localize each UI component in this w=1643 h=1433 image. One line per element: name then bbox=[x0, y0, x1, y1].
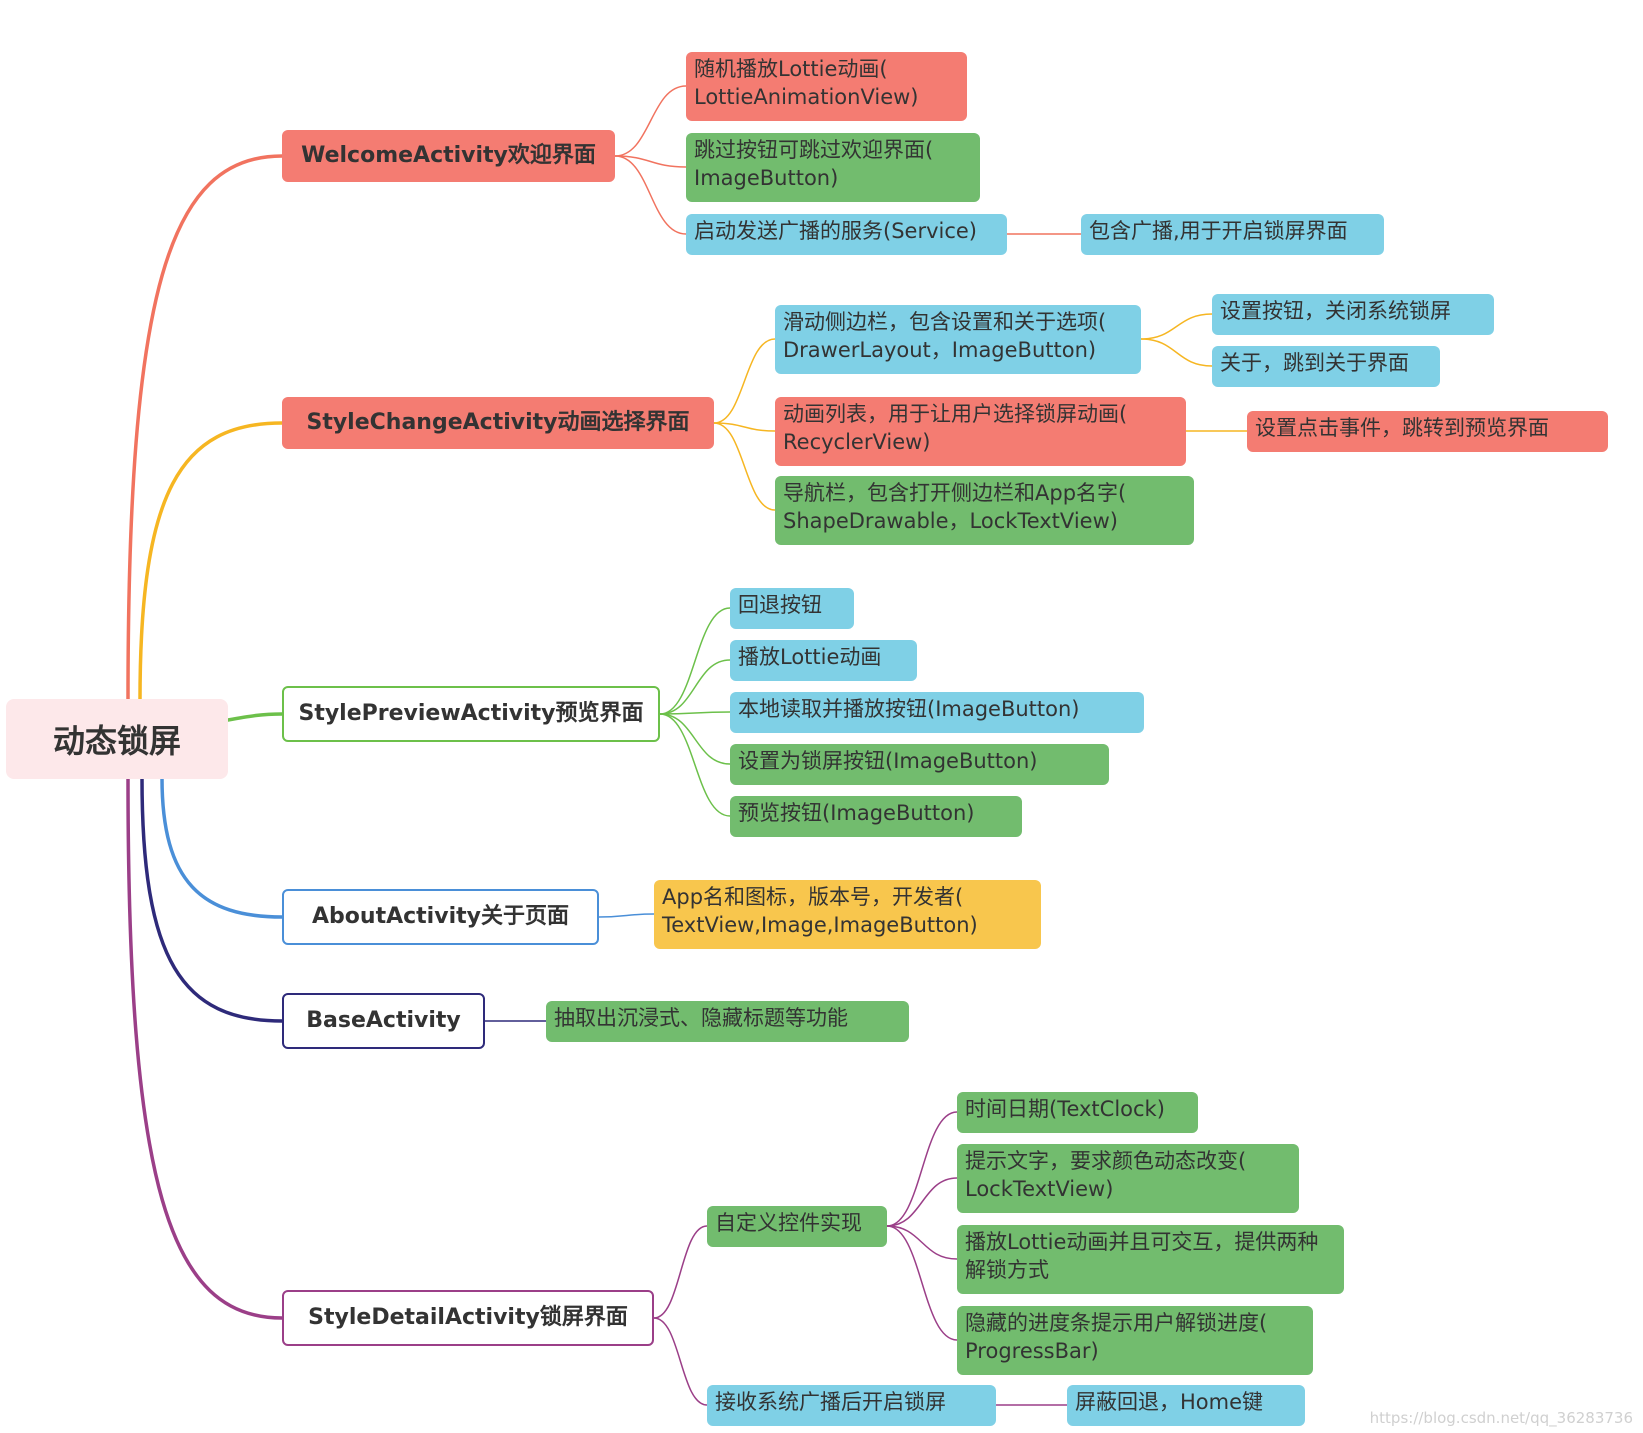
base-activity-node[interactable]: BaseActivity bbox=[282, 993, 485, 1049]
welcome-broadcast-node[interactable]: 包含广播,用于开启锁屏界面 bbox=[1081, 214, 1384, 255]
custom-lottie-unlock-node[interactable]: 播放Lottie动画并且可交互，提供两种解锁方式 bbox=[957, 1225, 1344, 1294]
link-root-preview bbox=[226, 712, 284, 722]
link-preview-play bbox=[659, 659, 731, 715]
stylechange-drawer-node[interactable]: 滑动侧边栏，包含设置和关于选项(DrawerLayout，ImageButton… bbox=[775, 305, 1141, 374]
link-detail-custom bbox=[653, 1225, 708, 1319]
link-preview-preview bbox=[659, 713, 731, 817]
link-custom-lottie bbox=[886, 1225, 958, 1260]
welcome-lottie-node[interactable]: 随机播放Lottie动画(LottieAnimationView) bbox=[686, 52, 967, 121]
broadcast-block-keys-node[interactable]: 屏蔽回退，Home键 bbox=[1067, 1385, 1305, 1426]
link-preview-back bbox=[659, 607, 731, 715]
link-welcome-service bbox=[614, 155, 687, 235]
preview-preview-button-node[interactable]: 预览按钮(ImageButton) bbox=[730, 796, 1022, 837]
link-custom-locktextview bbox=[886, 1177, 958, 1227]
link-root-detail bbox=[126, 776, 284, 1320]
link-welcome-lottie bbox=[614, 85, 687, 157]
link-detail-broadcast bbox=[653, 1317, 708, 1406]
link-preview-set bbox=[659, 713, 731, 765]
link-root-base bbox=[140, 776, 284, 1023]
link-preview-local bbox=[659, 711, 731, 715]
preview-set-lockscreen-node[interactable]: 设置为锁屏按钮(ImageButton) bbox=[730, 744, 1109, 785]
preview-local-play-node[interactable]: 本地读取并播放按钮(ImageButton) bbox=[730, 692, 1144, 733]
preview-back-button-node[interactable]: 回退按钮 bbox=[730, 588, 854, 629]
detail-broadcast-node[interactable]: 接收系统广播后开启锁屏 bbox=[707, 1385, 996, 1426]
link-drawer-about bbox=[1140, 338, 1213, 367]
custom-progressbar-node[interactable]: 隐藏的进度条提示用户解锁进度(ProgressBar) bbox=[957, 1306, 1313, 1375]
preview-play-lottie-node[interactable]: 播放Lottie动画 bbox=[730, 640, 917, 681]
link-about-info bbox=[598, 913, 655, 918]
welcome-skip-node[interactable]: 跳过按钮可跳过欢迎界面(ImageButton) bbox=[686, 133, 980, 202]
root-label: 动态锁屏 bbox=[52, 722, 181, 760]
welcome-service-node[interactable]: 启动发送广播的服务(Service) bbox=[686, 214, 1007, 255]
drawer-settings-node[interactable]: 设置按钮，关闭系统锁屏 bbox=[1212, 294, 1494, 335]
link-root-welcome bbox=[126, 154, 284, 702]
preview-activity-node[interactable]: StylePreviewActivity预览界面 bbox=[282, 686, 660, 742]
stylechange-list-node[interactable]: 动画列表，用于让用户选择锁屏动画(RecyclerView) bbox=[775, 397, 1186, 466]
stylechange-navbar-node[interactable]: 导航栏，包含打开侧边栏和App名字(ShapeDrawable，LockText… bbox=[775, 476, 1194, 545]
about-info-node[interactable]: App名和图标，版本号，开发者(TextView,Image,ImageButt… bbox=[654, 880, 1041, 949]
link-custom-progressbar bbox=[886, 1225, 958, 1341]
list-click-event-node[interactable]: 设置点击事件，跳转到预览界面 bbox=[1247, 411, 1608, 452]
about-activity-node[interactable]: AboutActivity关于页面 bbox=[282, 889, 599, 945]
stylechange-activity-node[interactable]: StyleChangeActivity动画选择界面 bbox=[282, 397, 714, 449]
detail-activity-node[interactable]: StyleDetailActivity锁屏界面 bbox=[282, 1290, 654, 1346]
custom-textclock-node[interactable]: 时间日期(TextClock) bbox=[957, 1092, 1198, 1133]
link-stylechange-list bbox=[713, 422, 776, 432]
link-custom-textclock bbox=[886, 1111, 958, 1227]
link-stylechange-navbar bbox=[713, 422, 776, 511]
link-root-stylechange bbox=[138, 421, 284, 702]
watermark-text: https://blog.csdn.net/qq_36283736 bbox=[1369, 1409, 1633, 1427]
link-root-about bbox=[160, 776, 284, 919]
link-drawer-settings bbox=[1140, 313, 1213, 340]
link-welcome-skip bbox=[614, 155, 687, 168]
custom-locktextview-node[interactable]: 提示文字，要求颜色动态改变(LockTextView) bbox=[957, 1144, 1299, 1213]
detail-custom-controls-node[interactable]: 自定义控件实现 bbox=[707, 1206, 887, 1247]
root-node[interactable]: 动态锁屏 bbox=[6, 699, 228, 779]
welcome-activity-node[interactable]: WelcomeActivity欢迎界面 bbox=[282, 130, 615, 182]
link-stylechange-drawer bbox=[713, 338, 776, 424]
base-immersive-node[interactable]: 抽取出沉浸式、隐藏标题等功能 bbox=[546, 1001, 909, 1042]
drawer-about-node[interactable]: 关于，跳到关于界面 bbox=[1212, 346, 1440, 387]
